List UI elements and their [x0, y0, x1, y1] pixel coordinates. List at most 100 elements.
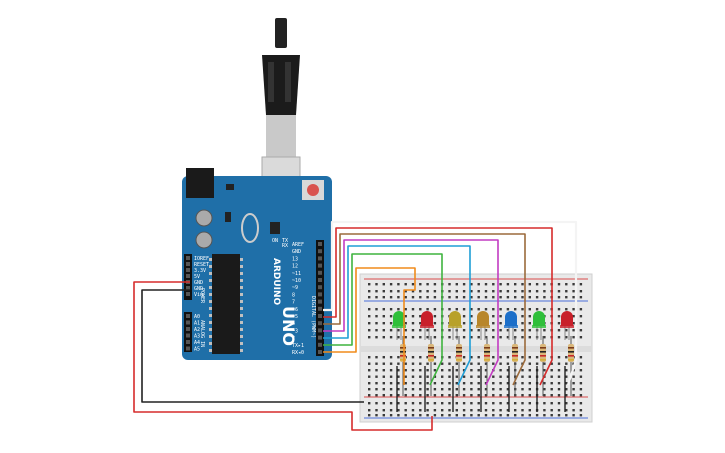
breadboard-hole[interactable]: [426, 283, 429, 286]
breadboard-hole[interactable]: [572, 290, 575, 293]
breadboard-hole[interactable]: [368, 414, 371, 417]
breadboard-hole[interactable]: [375, 394, 378, 397]
breadboard-hole[interactable]: [419, 362, 422, 365]
breadboard-hole[interactable]: [477, 356, 480, 359]
breadboard-hole[interactable]: [368, 388, 371, 391]
breadboard-hole[interactable]: [448, 382, 451, 385]
breadboard-hole[interactable]: [470, 375, 473, 378]
breadboard-hole[interactable]: [433, 329, 437, 332]
breadboard-hole[interactable]: [368, 409, 371, 412]
breadboard-hole[interactable]: [499, 315, 502, 318]
breadboard-hole[interactable]: [557, 329, 561, 332]
breadboard-hole[interactable]: [521, 382, 524, 385]
breadboard-hole[interactable]: [579, 409, 583, 412]
breadboard-hole[interactable]: [404, 283, 407, 286]
breadboard-hole[interactable]: [565, 388, 568, 391]
breadboard-hole[interactable]: [535, 414, 539, 417]
breadboard-hole[interactable]: [535, 290, 539, 293]
breadboard-hole[interactable]: [579, 388, 583, 391]
breadboard-hole[interactable]: [419, 336, 422, 339]
breadboard-hole[interactable]: [506, 356, 510, 359]
breadboard-hole[interactable]: [550, 362, 553, 365]
breadboard-hole[interactable]: [579, 402, 583, 405]
breadboard-hole[interactable]: [455, 375, 458, 378]
led-green[interactable]: [392, 311, 406, 340]
breadboard-hole[interactable]: [404, 329, 407, 332]
breadboard-hole[interactable]: [382, 322, 385, 325]
breadboard-hole[interactable]: [382, 283, 385, 286]
breadboard-hole[interactable]: [477, 362, 480, 365]
breadboard-hole[interactable]: [389, 382, 393, 385]
breadboard-hole[interactable]: [426, 409, 429, 412]
breadboard-hole[interactable]: [543, 394, 546, 397]
breadboard-hole[interactable]: [557, 409, 561, 412]
digital-pin-hole[interactable]: [318, 342, 322, 347]
breadboard-hole[interactable]: [499, 369, 502, 372]
breadboard-hole[interactable]: [426, 336, 429, 339]
breadboard-hole[interactable]: [477, 402, 480, 405]
breadboard-hole[interactable]: [462, 356, 466, 359]
breadboard-hole[interactable]: [462, 369, 466, 372]
breadboard-hole[interactable]: [389, 375, 393, 378]
breadboard-hole[interactable]: [492, 409, 495, 412]
breadboard-hole[interactable]: [433, 322, 437, 325]
breadboard-hole[interactable]: [492, 394, 495, 397]
breadboard-hole[interactable]: [572, 394, 575, 397]
breadboard-hole[interactable]: [375, 308, 378, 311]
breadboard-hole[interactable]: [397, 375, 400, 378]
breadboard-hole[interactable]: [557, 290, 561, 293]
breadboard-hole[interactable]: [368, 308, 371, 311]
breadboard-hole[interactable]: [506, 296, 510, 299]
breadboard-hole[interactable]: [579, 336, 583, 339]
breadboard-hole[interactable]: [528, 308, 531, 311]
breadboard-hole[interactable]: [492, 362, 495, 365]
breadboard-hole[interactable]: [368, 394, 371, 397]
breadboard-hole[interactable]: [565, 296, 568, 299]
resistor[interactable]: [568, 336, 574, 396]
breadboard-hole[interactable]: [382, 290, 385, 293]
breadboard-hole[interactable]: [477, 296, 480, 299]
breadboard-hole[interactable]: [579, 356, 583, 359]
breadboard-hole[interactable]: [470, 409, 473, 412]
breadboard-hole[interactable]: [579, 362, 583, 365]
breadboard-hole[interactable]: [375, 409, 378, 412]
breadboard-hole[interactable]: [368, 329, 371, 332]
breadboard-hole[interactable]: [499, 382, 502, 385]
led-red[interactable]: [560, 311, 574, 340]
breadboard-hole[interactable]: [528, 369, 531, 372]
breadboard-hole[interactable]: [579, 414, 583, 417]
breadboard-hole[interactable]: [462, 375, 466, 378]
breadboard-hole[interactable]: [484, 290, 488, 293]
breadboard-hole[interactable]: [397, 362, 400, 365]
breadboard-hole[interactable]: [411, 394, 415, 397]
digital-pin-hole[interactable]: [318, 321, 322, 326]
breadboard-hole[interactable]: [521, 388, 524, 391]
breadboard-hole[interactable]: [470, 322, 473, 325]
breadboard-hole[interactable]: [375, 369, 378, 372]
breadboard-hole[interactable]: [433, 382, 437, 385]
breadboard-hole[interactable]: [368, 290, 371, 293]
led-orange[interactable]: [476, 311, 490, 340]
breadboard-hole[interactable]: [484, 336, 488, 339]
breadboard-hole[interactable]: [411, 356, 415, 359]
breadboard-hole[interactable]: [411, 369, 415, 372]
breadboard-hole[interactable]: [484, 375, 488, 378]
breadboard-hole[interactable]: [499, 414, 502, 417]
breadboard-hole[interactable]: [565, 375, 568, 378]
breadboard-hole[interactable]: [543, 336, 546, 339]
breadboard-hole[interactable]: [411, 382, 415, 385]
breadboard-hole[interactable]: [448, 388, 451, 391]
breadboard-hole[interactable]: [426, 402, 429, 405]
breadboard-hole[interactable]: [426, 296, 429, 299]
breadboard-hole[interactable]: [411, 290, 415, 293]
digital-pin-hole[interactable]: [318, 314, 322, 318]
breadboard-hole[interactable]: [521, 409, 524, 412]
breadboard-hole[interactable]: [470, 329, 473, 332]
breadboard-hole[interactable]: [462, 388, 466, 391]
breadboard-hole[interactable]: [528, 336, 531, 339]
breadboard-hole[interactable]: [557, 296, 561, 299]
breadboard-hole[interactable]: [448, 356, 451, 359]
breadboard-hole[interactable]: [433, 369, 437, 372]
breadboard-hole[interactable]: [557, 414, 561, 417]
breadboard-hole[interactable]: [375, 375, 378, 378]
